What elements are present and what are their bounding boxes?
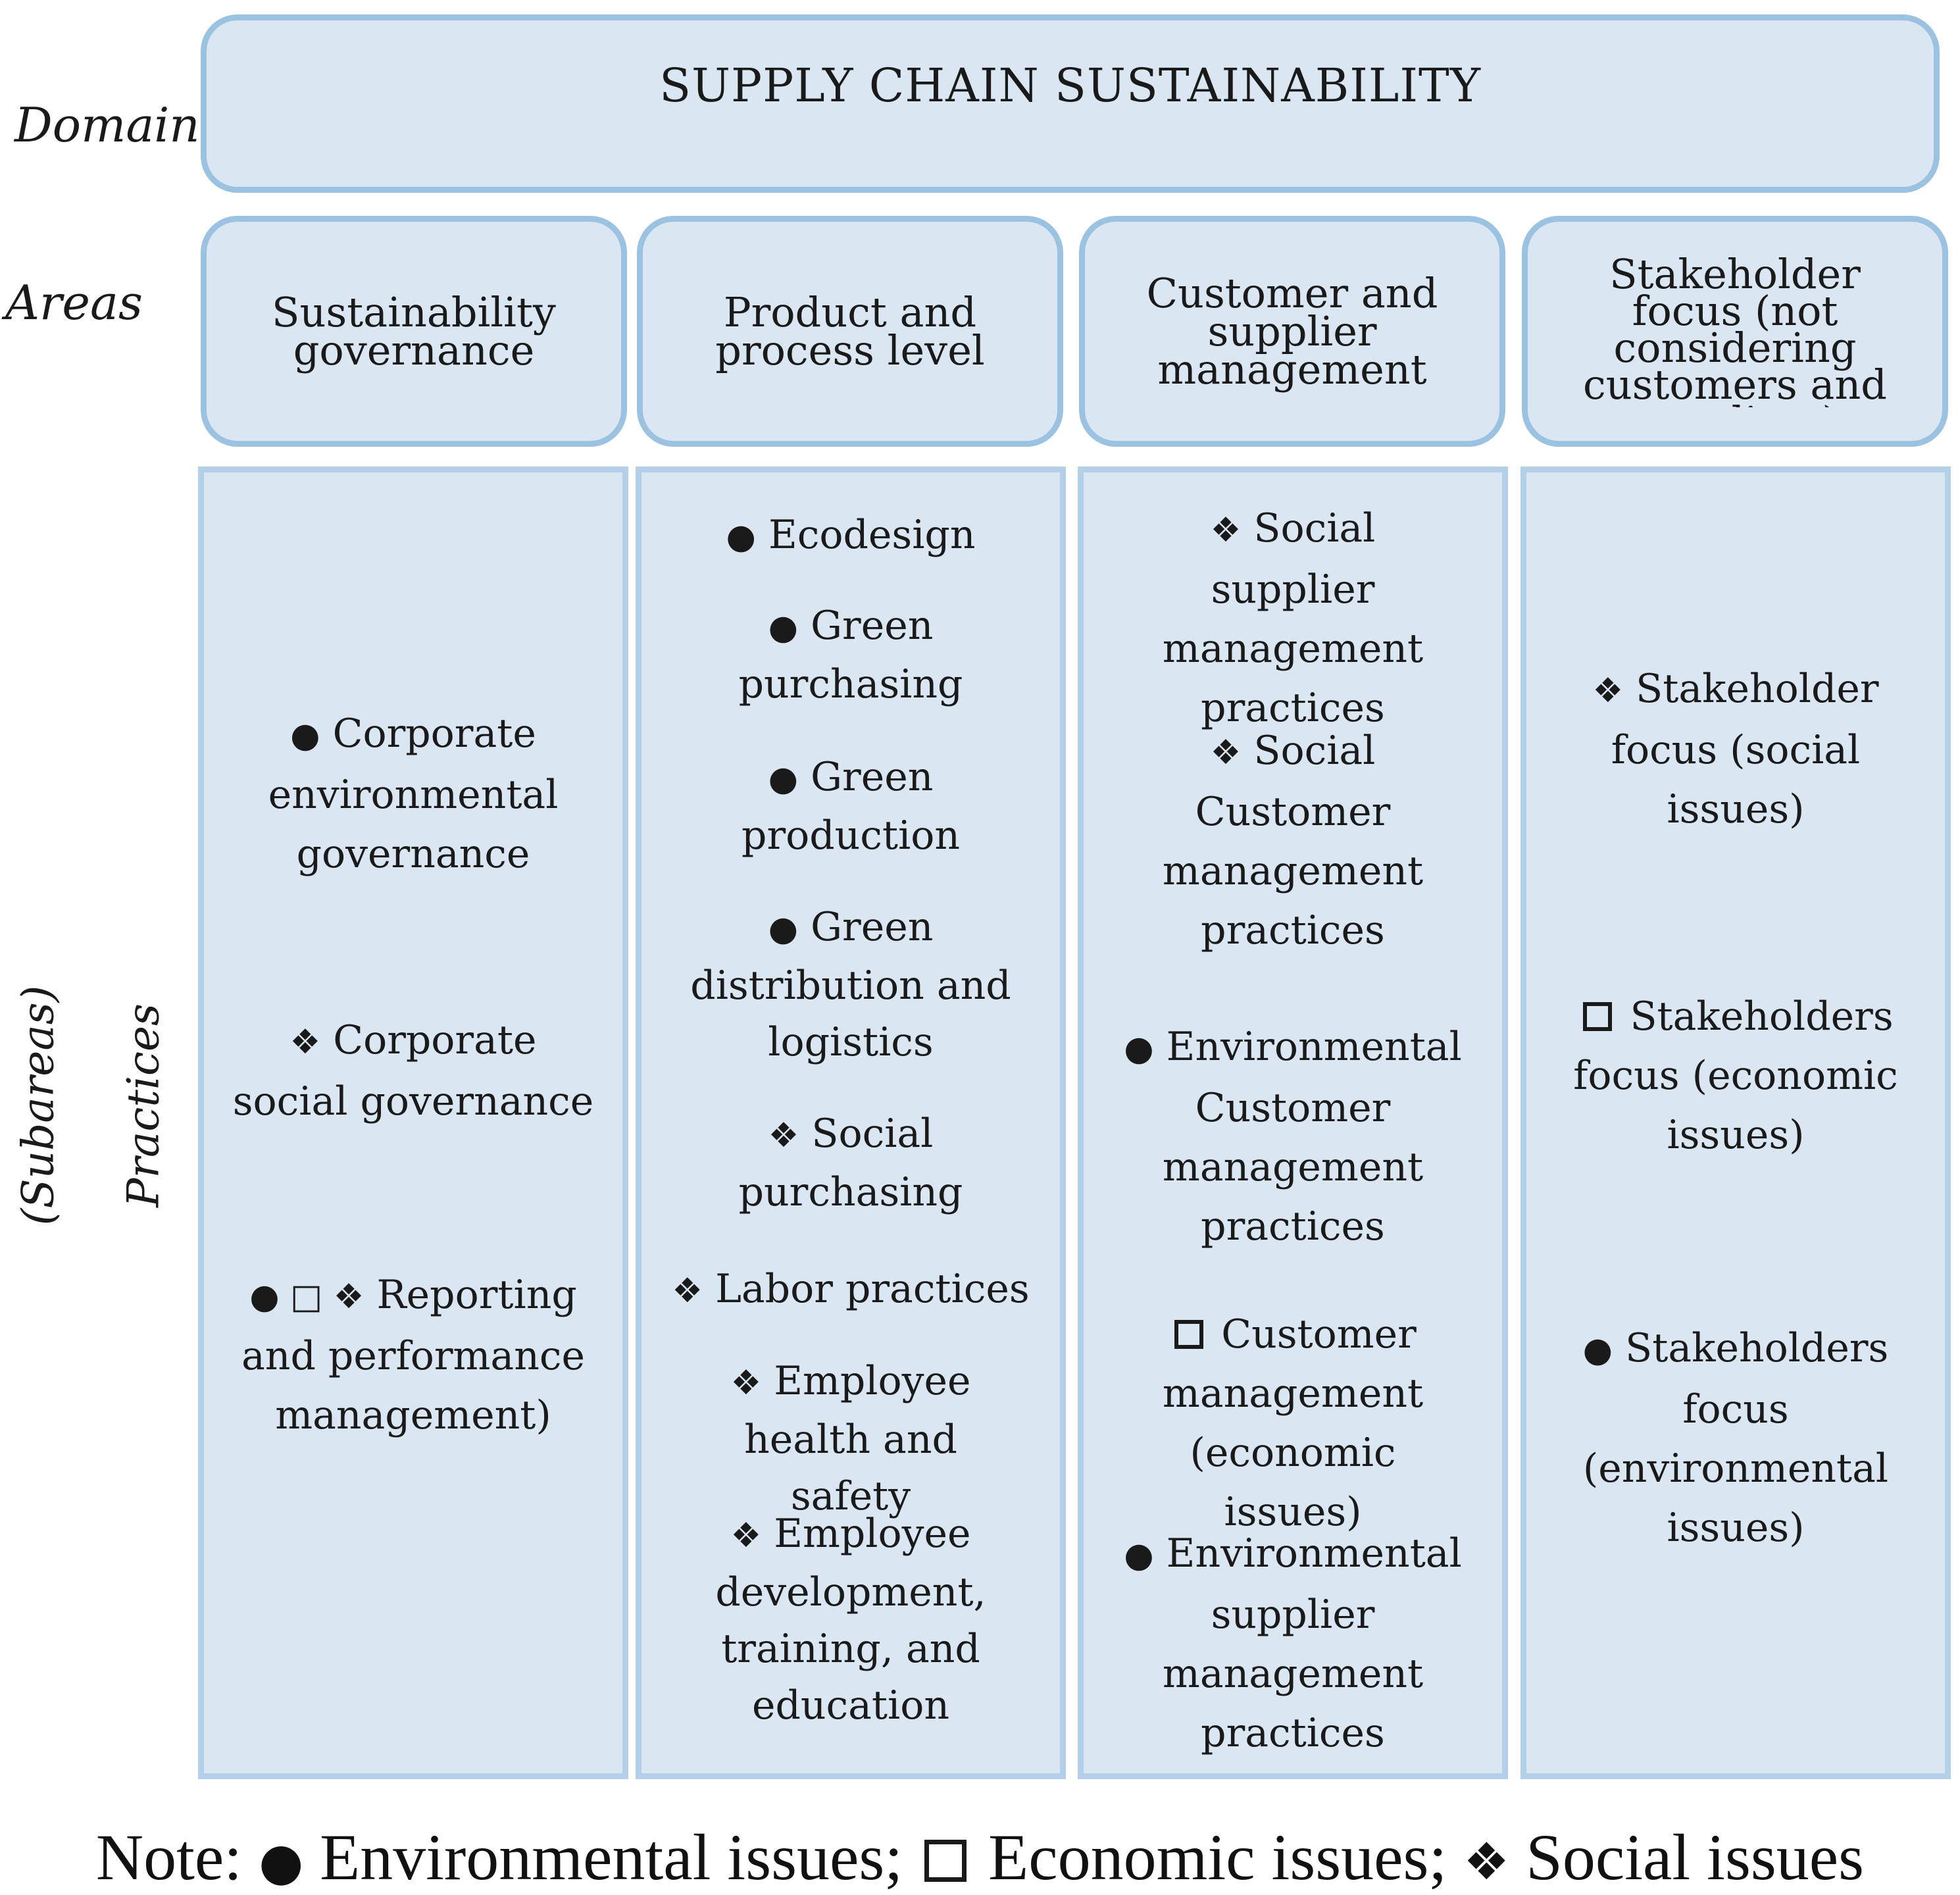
environmental-marker-icon: ● xyxy=(768,608,798,647)
practice-item: ❖ Stakeholder focus (social issues) xyxy=(1526,659,1945,839)
social-marker-icon: ❖ xyxy=(1210,733,1242,772)
environmental-marker-icon: ● xyxy=(768,759,798,799)
area-box-product-process: Product and process level xyxy=(637,216,1063,447)
economic-legend-label: Economic issues; xyxy=(988,1821,1447,1894)
practice-text: Green distribution and logistics xyxy=(690,904,1011,1065)
practice-text: Customer management (economic issues) xyxy=(1162,1311,1424,1535)
practice-item: ❖ Social supplier management practices xyxy=(1084,499,1502,738)
practice-text: Green purchasing xyxy=(738,603,963,707)
legend-note: Note: ● Environmental issues; Economic i… xyxy=(0,1819,1960,1895)
practice-item: ● Stakeholders focus (environmental issu… xyxy=(1526,1319,1945,1557)
practice-text: Environmental Customer management practi… xyxy=(1162,1024,1462,1250)
social-marker-icon: ❖ xyxy=(730,1363,762,1403)
practice-text: Stakeholders focus (economic issues) xyxy=(1573,994,1898,1158)
social-marker-icon: ❖ xyxy=(1592,671,1624,711)
practice-item: ❖ Social purchasing xyxy=(641,1105,1060,1221)
practice-item: ❖ Corporate social governance xyxy=(204,1011,622,1131)
environmental-marker-icon: ● xyxy=(1124,1536,1154,1575)
practices-column-product-process: ● Ecodesign ● Green purchasing ● Green p… xyxy=(636,467,1066,1779)
subareas-row-label: (Subareas) xyxy=(13,985,64,1226)
social-marker-icon: ❖ xyxy=(1210,511,1242,550)
practice-text: Green production xyxy=(741,754,960,859)
social-marker-icon: ❖ xyxy=(768,1116,799,1155)
practice-item: ❖ Labor practices xyxy=(641,1261,1060,1319)
practices-column-governance: ● Corporate environmental governance ❖ C… xyxy=(198,467,628,1779)
area-label: Stakeholder focus (not considering custo… xyxy=(1583,255,1887,407)
practice-item: ● Environmental supplier management prac… xyxy=(1084,1524,1502,1763)
practice-item: ● Green purchasing xyxy=(641,597,1060,713)
practice-item: Stakeholders focus (economic issues) xyxy=(1526,987,1945,1165)
environmental-marker-icon: ● xyxy=(290,716,320,755)
environmental-legend-label: Environmental issues; xyxy=(320,1821,903,1894)
domain-box: SUPPLY CHAIN SUSTAINABILITY xyxy=(201,14,1940,193)
practice-text: Social Customer management practices xyxy=(1162,728,1424,953)
area-box-customer-supplier: Customer and supplier management xyxy=(1079,216,1505,447)
practice-item: ● Environmental Customer management prac… xyxy=(1084,1017,1502,1256)
practice-text: Corporate environmental governance xyxy=(268,711,559,877)
area-box-sustainability-governance: Sustainability governance xyxy=(201,216,627,447)
practice-text: Corporate social governance xyxy=(232,1017,594,1124)
practice-text: Ecodesign xyxy=(768,512,976,558)
area-label: Customer and supplier management xyxy=(1146,268,1438,393)
practice-item: ● Ecodesign xyxy=(641,507,1060,565)
practice-item: ● Green distribution and logistics xyxy=(641,899,1060,1071)
environmental-economic-social-marker-icon: ● □ ❖ xyxy=(249,1277,364,1317)
practice-text: Environmental supplier management practi… xyxy=(1162,1530,1462,1756)
practice-text: Stakeholder focus (social issues) xyxy=(1611,666,1879,832)
practice-text: Social supplier management practices xyxy=(1162,505,1424,731)
social-marker-icon: ❖ xyxy=(730,1516,762,1555)
note-prefix: Note: xyxy=(95,1821,243,1894)
area-box-stakeholder-focus: Stakeholder focus (not considering custo… xyxy=(1522,216,1948,447)
practice-text: Employee health and safety xyxy=(744,1358,971,1519)
social-marker-icon: ❖ xyxy=(672,1271,703,1311)
economic-marker-icon xyxy=(1169,1311,1209,1357)
domain-row-label: Domain xyxy=(14,97,200,153)
practice-item: ● Corporate environmental governance xyxy=(204,704,622,884)
practices-column-customer-supplier: ❖ Social supplier management practices ❖… xyxy=(1078,467,1508,1779)
practice-text: Labor practices xyxy=(715,1266,1030,1312)
practice-text: Social purchasing xyxy=(738,1111,963,1215)
area-label: Sustainability governance xyxy=(272,288,556,374)
practice-item: ● Green production xyxy=(641,749,1060,864)
domain-title: SUPPLY CHAIN SUSTAINABILITY xyxy=(659,59,1481,113)
economic-legend-icon xyxy=(919,1821,972,1894)
environmental-legend-icon: ● xyxy=(259,1832,304,1892)
practice-text: Employee development, training, and educ… xyxy=(715,1511,986,1729)
social-legend-icon: ❖ xyxy=(1463,1832,1510,1892)
practice-text: Stakeholders focus (environmental issues… xyxy=(1582,1325,1889,1551)
area-label: Product and process level xyxy=(715,288,985,374)
environmental-marker-icon: ● xyxy=(1124,1029,1154,1069)
social-marker-icon: ❖ xyxy=(289,1023,321,1062)
social-legend-label: Social issues xyxy=(1526,1821,1865,1894)
environmental-marker-icon: ● xyxy=(1582,1330,1613,1370)
areas-row-label: Areas xyxy=(5,275,143,330)
practices-row-label: Practices xyxy=(118,1003,169,1207)
environmental-marker-icon: ● xyxy=(726,517,756,557)
practice-item: ❖ Social Customer management practices xyxy=(1084,721,1502,960)
environmental-marker-icon: ● xyxy=(768,909,798,949)
practices-column-stakeholder: ❖ Stakeholder focus (social issues) Stak… xyxy=(1520,467,1951,1779)
practice-item: ❖ Employee development, training, and ed… xyxy=(641,1505,1060,1734)
practice-item: ● □ ❖ Reporting and performance manageme… xyxy=(204,1265,622,1445)
practice-item: ❖ Employee health and safety xyxy=(641,1353,1060,1525)
practice-text: Reporting and performance management) xyxy=(241,1272,585,1438)
practice-item: Customer management (economic issues) xyxy=(1084,1305,1502,1542)
economic-marker-icon xyxy=(1578,994,1617,1040)
